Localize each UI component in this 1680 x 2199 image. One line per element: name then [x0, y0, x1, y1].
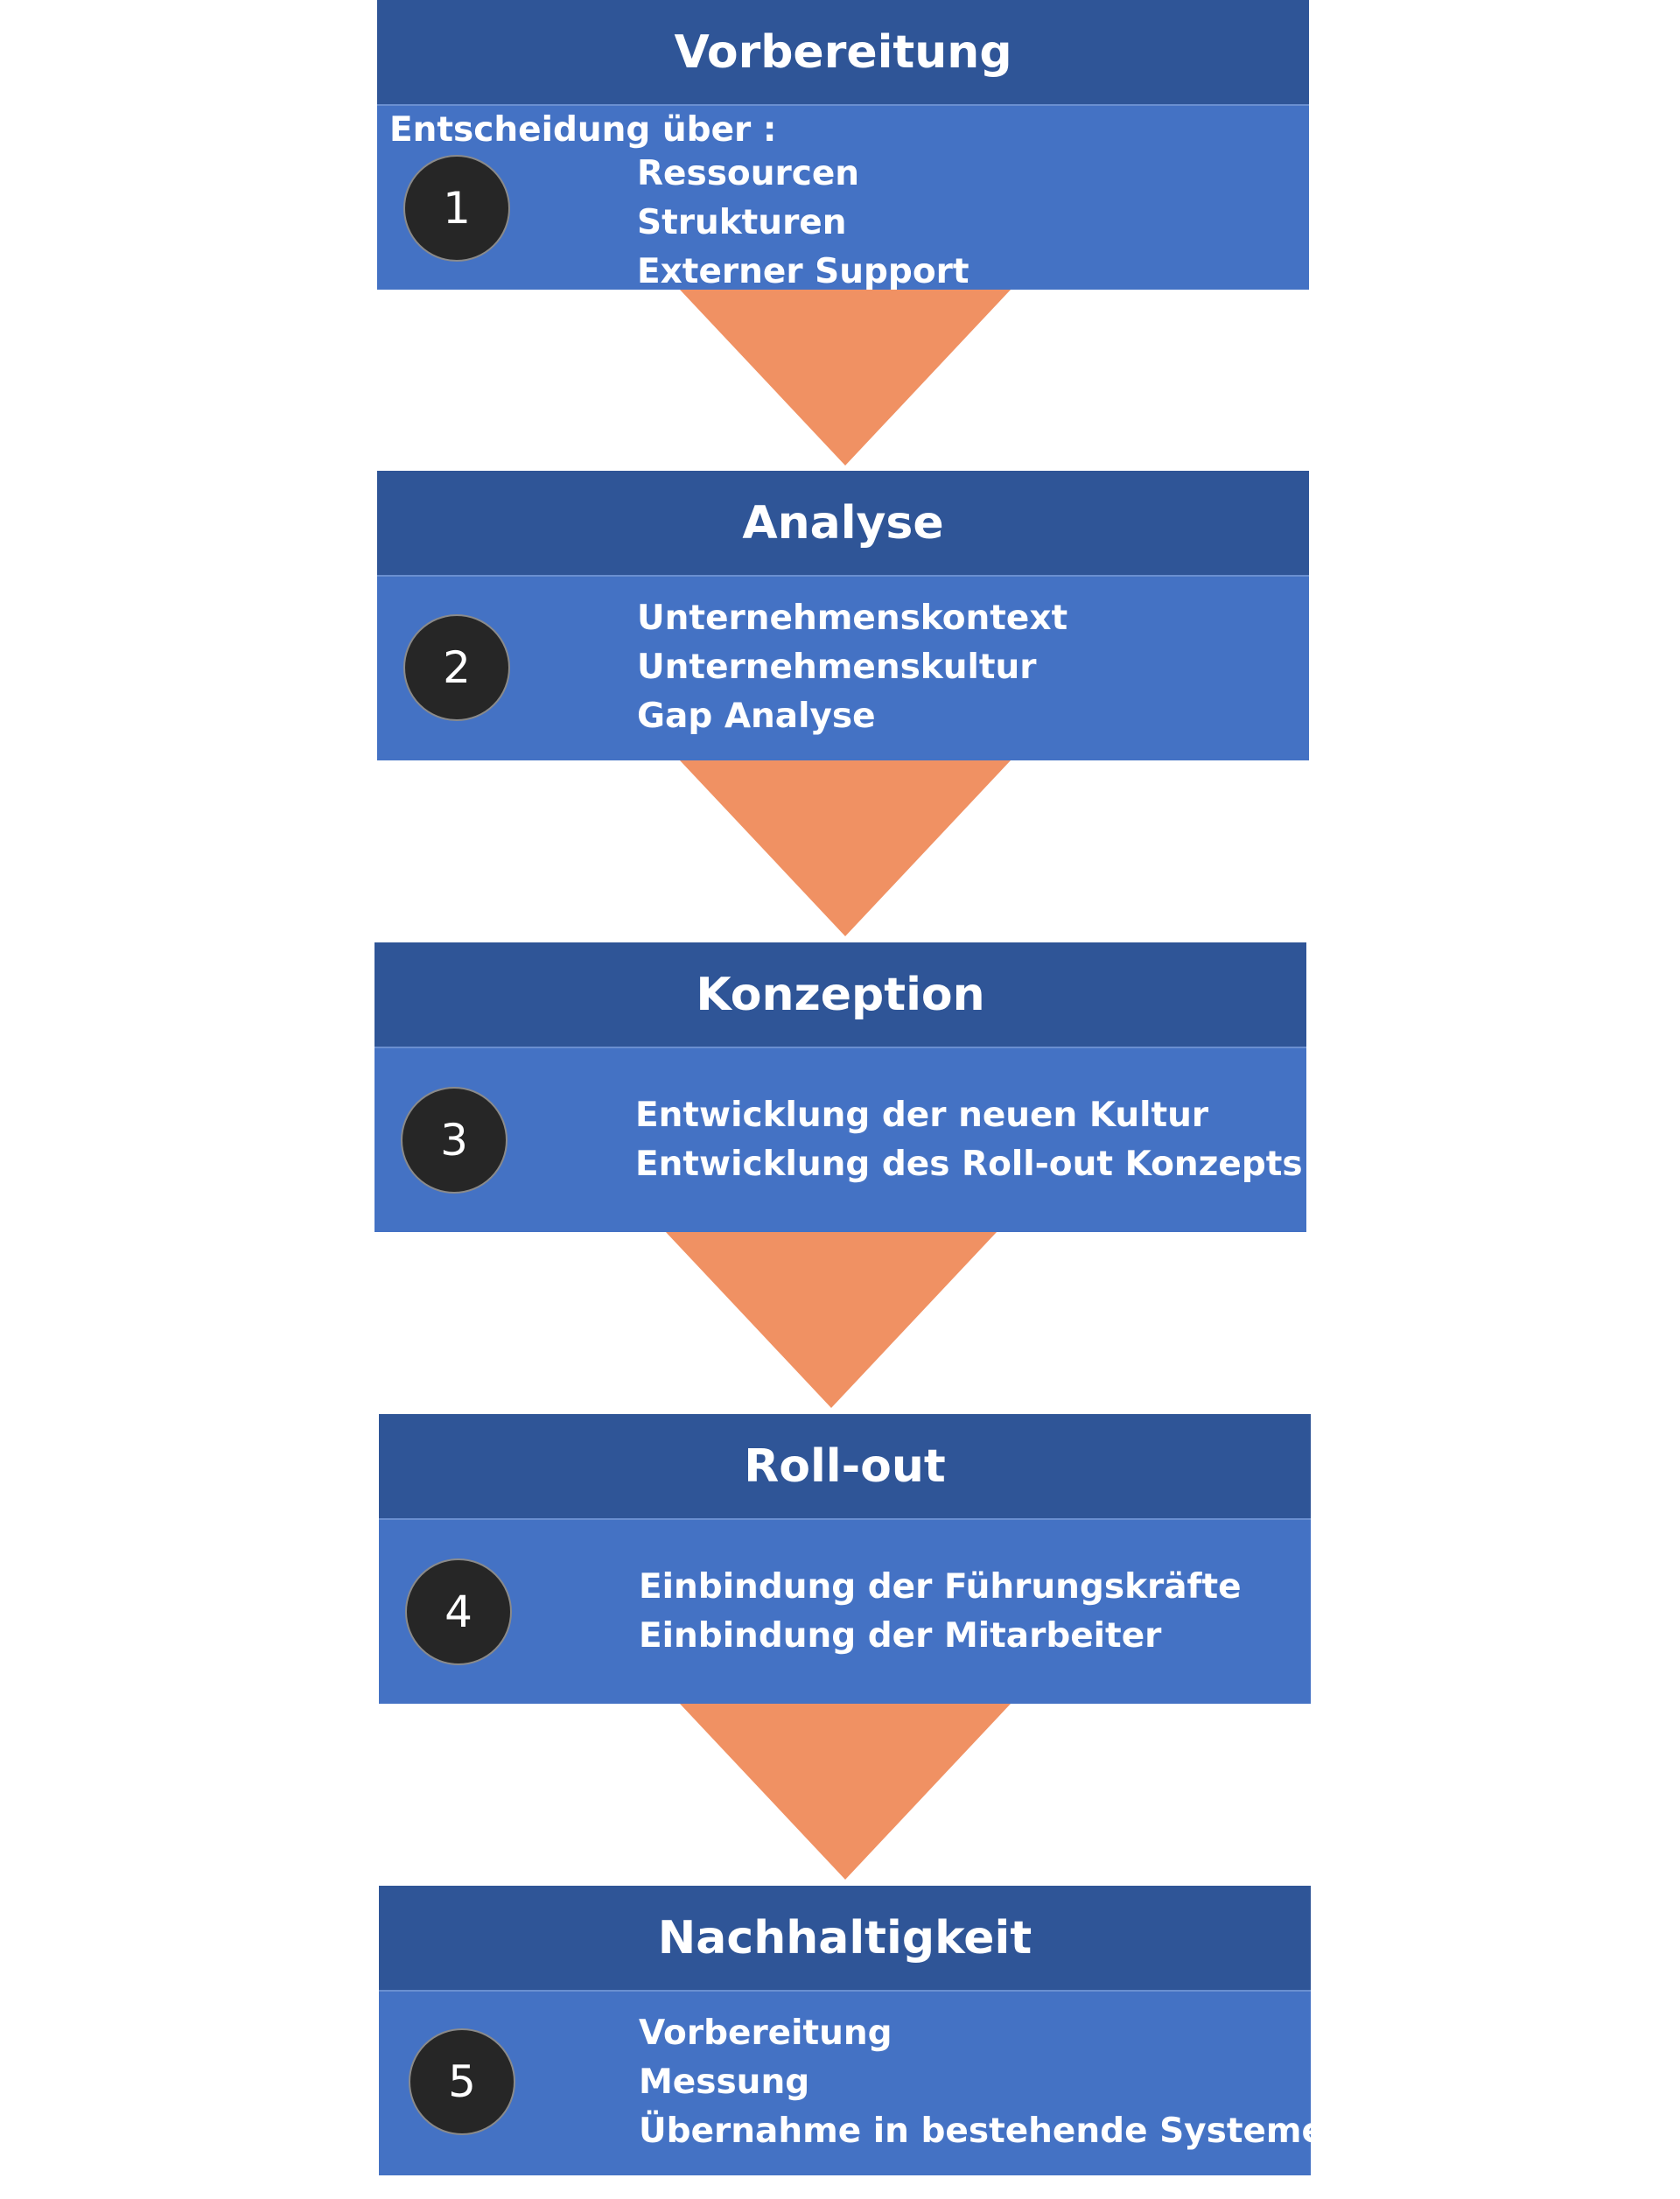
stage-4-body: 4 Einbindung der Führungskräfte Einbindu…	[379, 1520, 1311, 1704]
stage-2: Analyse 2 Unternehmenskontext Unternehme…	[377, 471, 1309, 760]
stage-3-title: Konzeption	[374, 942, 1306, 1048]
stage-5-title: Nachhaltigkeit	[379, 1886, 1311, 1992]
stage-4: Roll-out 4 Einbindung der Führungskräfte…	[379, 1414, 1311, 1704]
down-arrow-3	[666, 1232, 997, 1408]
stage-5: Nachhaltigkeit 5 Vorbereitung Messung Üb…	[379, 1886, 1325, 2175]
stage-5-body: 5 Vorbereitung Messung Übernahme in best…	[379, 1992, 1325, 2175]
stage-3-items: Entwicklung der neuen Kultur Entwicklung…	[635, 1091, 1303, 1189]
stage-1: Vorbereitung Entscheidung über : 1 Resso…	[377, 0, 1309, 291]
down-arrow-4	[680, 1704, 1011, 1880]
stage-3-item: Entwicklung des Roll-out Konzepts	[635, 1145, 1303, 1184]
stage-1-body: Entscheidung über : 1 Ressourcen Struktu…	[377, 106, 1309, 291]
stage-5-item: Messung	[639, 2062, 810, 2102]
stage-1-title: Vorbereitung	[377, 0, 1309, 106]
stage-4-title: Roll-out	[379, 1414, 1311, 1520]
step-number-2: 2	[403, 614, 510, 721]
step-number-4: 4	[405, 1558, 512, 1665]
stage-1-items: Ressourcen Strukturen Externer Support	[637, 150, 970, 297]
step-number-5: 5	[409, 2028, 515, 2135]
stage-2-item: Gap Analyse	[637, 697, 876, 736]
stage-3: Konzeption 3 Entwicklung der neuen Kultu…	[374, 942, 1306, 1232]
down-arrow-2	[680, 760, 1011, 936]
step-number-1: 1	[403, 155, 510, 262]
down-arrow-1	[680, 290, 1011, 466]
stage-5-item: Vorbereitung	[639, 2013, 892, 2053]
stage-2-item: Unternehmenskultur	[637, 648, 1037, 687]
stage-4-item: Einbindung der Mitarbeiter	[639, 1616, 1162, 1656]
stage-1-item: Strukturen	[637, 203, 847, 242]
stage-3-body: 3 Entwicklung der neuen Kultur Entwicklu…	[374, 1048, 1306, 1232]
stage-1-intro: Entscheidung über :	[389, 110, 777, 150]
stage-2-body: 2 Unternehmenskontext Unternehmenskultur…	[377, 577, 1309, 760]
stage-4-items: Einbindung der Führungskräfte Einbindung…	[639, 1563, 1242, 1661]
stage-3-item: Entwicklung der neuen Kultur	[635, 1096, 1209, 1135]
stage-5-item: Übernahme in bestehende Systeme	[639, 2111, 1325, 2151]
stage-2-item: Unternehmenskontext	[637, 599, 1068, 638]
stage-2-title: Analyse	[377, 471, 1309, 577]
stage-5-items: Vorbereitung Messung Übernahme in besteh…	[639, 2009, 1325, 2156]
stage-1-item: Ressourcen	[637, 154, 860, 193]
step-number-3: 3	[401, 1087, 508, 1194]
stage-4-item: Einbindung der Führungskräfte	[639, 1567, 1242, 1607]
stage-1-item: Externer Support	[637, 252, 970, 291]
stage-2-items: Unternehmenskontext Unternehmenskultur G…	[637, 594, 1068, 741]
